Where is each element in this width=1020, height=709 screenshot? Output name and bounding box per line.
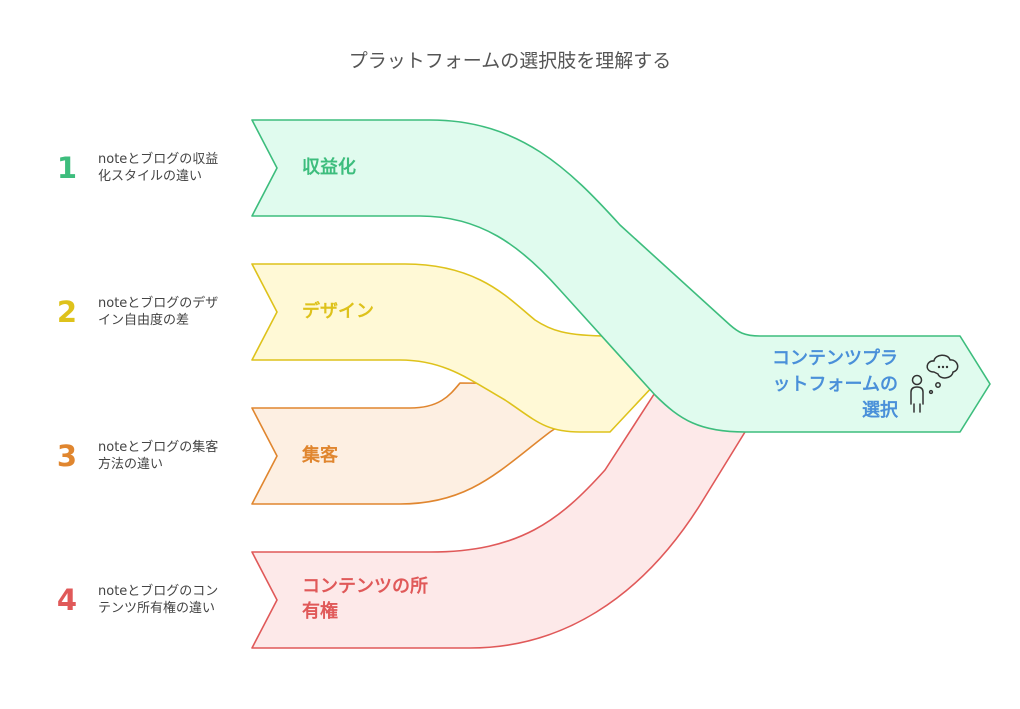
flow-label-design: デザイン [302,301,374,322]
target-label: コンテンツプラ ットフォームの 選択 [740,346,898,424]
step-description-2: noteとブログのデザ イン自由度の差 [98,295,248,329]
step-description-1-line1: noteとブログの収益 [98,152,219,167]
step-number-2: 2 [56,295,78,329]
step-description-1: noteとブログの収益 化スタイルの違い [98,151,248,185]
flow-label-ownership: コンテンツの所 有権 [302,574,428,624]
step-description-4-line2: テンツ所有権の違い [98,601,216,616]
flow-band-monetization [251,119,991,433]
target-label-line1: コンテンツプラ [772,348,898,369]
step-description-3-line1: noteとブログの集客 [98,440,219,455]
step-description-4: noteとブログのコン テンツ所有権の違い [98,583,248,617]
thought-dots [937,365,949,369]
target-label-line2: ットフォームの [772,374,898,395]
flow-label-monetization: 収益化 [302,157,356,178]
step-description-4-line1: noteとブログのコン [98,584,219,599]
step-number-1: 1 [56,151,78,185]
step-description-2-line1: noteとブログのデザ [98,296,219,311]
person-thinking-icon [910,354,959,413]
step-number-4: 4 [56,583,78,617]
step-description-2-line2: イン自由度の差 [98,313,190,328]
step-number-3: 3 [56,439,78,473]
flow-label-acquisition: 集客 [302,445,338,466]
target-label-line3: 選択 [862,400,898,421]
flow-label-ownership-line1: コンテンツの所 [302,576,428,597]
step-description-3: noteとブログの集客 方法の違い [98,439,248,473]
flow-band-ownership [251,384,746,649]
diagram-title: プラットフォームの選択肢を理解する [348,50,672,72]
flow-band-design [251,263,656,433]
step-description-1-line2: 化スタイルの違い [98,169,203,184]
flow-label-ownership-line2: 有権 [302,601,338,622]
step-description-3-line2: 方法の違い [98,457,164,472]
